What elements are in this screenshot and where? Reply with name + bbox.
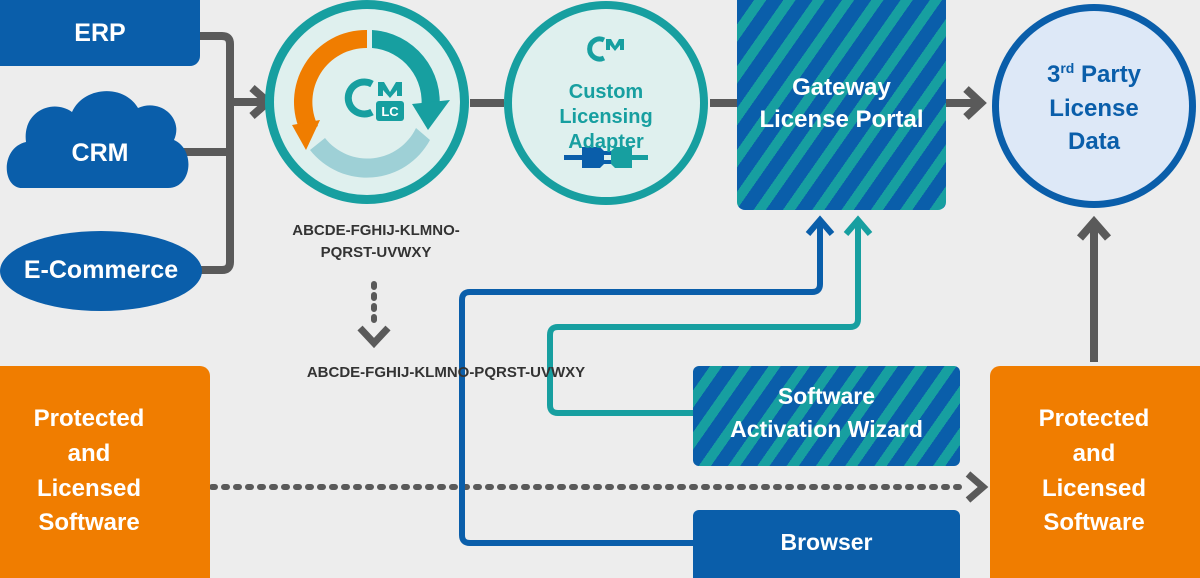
activation-wizard-line2: Activation Wizard xyxy=(730,416,923,443)
software-right-label: Protected and Licensed Software xyxy=(994,402,1194,541)
thirdparty-label-line3: Data xyxy=(1067,128,1121,156)
thirdparty-rest: Party xyxy=(1074,61,1142,88)
software-right-line4: Software xyxy=(1043,509,1145,537)
connector-wizard-gateway xyxy=(547,222,861,416)
lc-orange-arrow xyxy=(292,120,320,150)
license-central-node: LC xyxy=(265,0,469,204)
lc-logo-m xyxy=(378,82,402,98)
adapter-label-line1: Custom xyxy=(568,81,644,103)
gateway-license-portal-box xyxy=(737,0,946,210)
lc-light-segment xyxy=(310,128,430,178)
arrow-head-wizard-gateway xyxy=(843,215,873,236)
ecommerce-label: E-Commerce xyxy=(23,256,179,284)
software-left-line3: Licensed xyxy=(36,474,142,502)
software-right-box xyxy=(990,366,1200,578)
ticket-split-line2: PQRST-UVWXY xyxy=(320,243,432,261)
lc-teal-arrow xyxy=(412,100,450,130)
activation-wizard-label: Software Activation Wizard xyxy=(693,380,960,447)
arrow-head-right-software xyxy=(965,471,989,503)
ticket-full: ABCDE-FGHIJ-KLMNO-PQRST-UVWXY xyxy=(306,364,586,381)
thirdparty-label-line2: License xyxy=(1049,94,1139,122)
software-right-line1: Protected xyxy=(1038,405,1150,432)
browser-label: Browser xyxy=(780,529,873,555)
arrow-head-down-ticket xyxy=(357,325,391,349)
gateway-label-line2: License Portal xyxy=(759,106,924,134)
software-left-line2: and xyxy=(67,439,111,467)
arrow-head-browser-gateway xyxy=(805,215,835,236)
lc-logo-c xyxy=(344,78,374,118)
adapter-node xyxy=(504,1,708,205)
lc-logo-text: LC xyxy=(381,104,399,119)
gateway-label-line1: Gateway xyxy=(792,74,891,101)
activation-wizard-box xyxy=(693,366,960,466)
arrow-head-to-thirdparty xyxy=(963,86,987,120)
ticket-split-line1: ABCDE-FGHIJ-KLMNO- xyxy=(292,222,460,239)
arrow-head-up-thirdparty xyxy=(1076,215,1112,241)
adapter-label-line2: Licensing Adapter xyxy=(559,106,653,153)
erp-box xyxy=(0,0,200,66)
crm-label: CRM xyxy=(71,139,129,167)
adapter-logo-m xyxy=(606,39,624,51)
lc-logo-badge xyxy=(376,101,404,121)
software-left-label: Protected and Licensed Software xyxy=(0,402,178,541)
lc-teal-segment xyxy=(372,30,440,112)
software-left-line1: Protected xyxy=(33,405,145,432)
software-right-line3: Licensed xyxy=(1041,474,1147,502)
lc-orange-segment xyxy=(293,29,367,136)
ticket-split: ABCDE-FGHIJ-KLMNO- PQRST-UVWXY xyxy=(270,220,482,264)
erp-label: ERP xyxy=(74,19,126,47)
thirdparty-num: 3 xyxy=(1046,61,1061,88)
adapter-inner-disc xyxy=(512,9,700,197)
crm-cloud-shape xyxy=(6,91,189,188)
thirdparty-label: 3rd Party License Data xyxy=(1000,58,1188,159)
gateway-label: Gateway License Portal xyxy=(737,72,946,137)
adapter-logo-c xyxy=(587,36,606,62)
plug-icon xyxy=(564,147,648,168)
software-left-box xyxy=(0,366,210,578)
software-right-line2: and xyxy=(1072,439,1116,467)
adapter-label: Custom Licensing Adapter xyxy=(520,80,692,155)
browser-box xyxy=(693,510,960,578)
software-left-line4: Software xyxy=(38,509,140,537)
ecommerce-ellipse xyxy=(0,231,202,311)
thirdparty-inner-disc xyxy=(999,11,1189,201)
activation-wizard-line1: Software xyxy=(777,383,876,409)
thirdparty-sup: rd xyxy=(1060,60,1075,76)
connector-browser-gateway xyxy=(459,222,823,546)
thirdparty-label-line1: 3rd Party xyxy=(1000,58,1188,92)
